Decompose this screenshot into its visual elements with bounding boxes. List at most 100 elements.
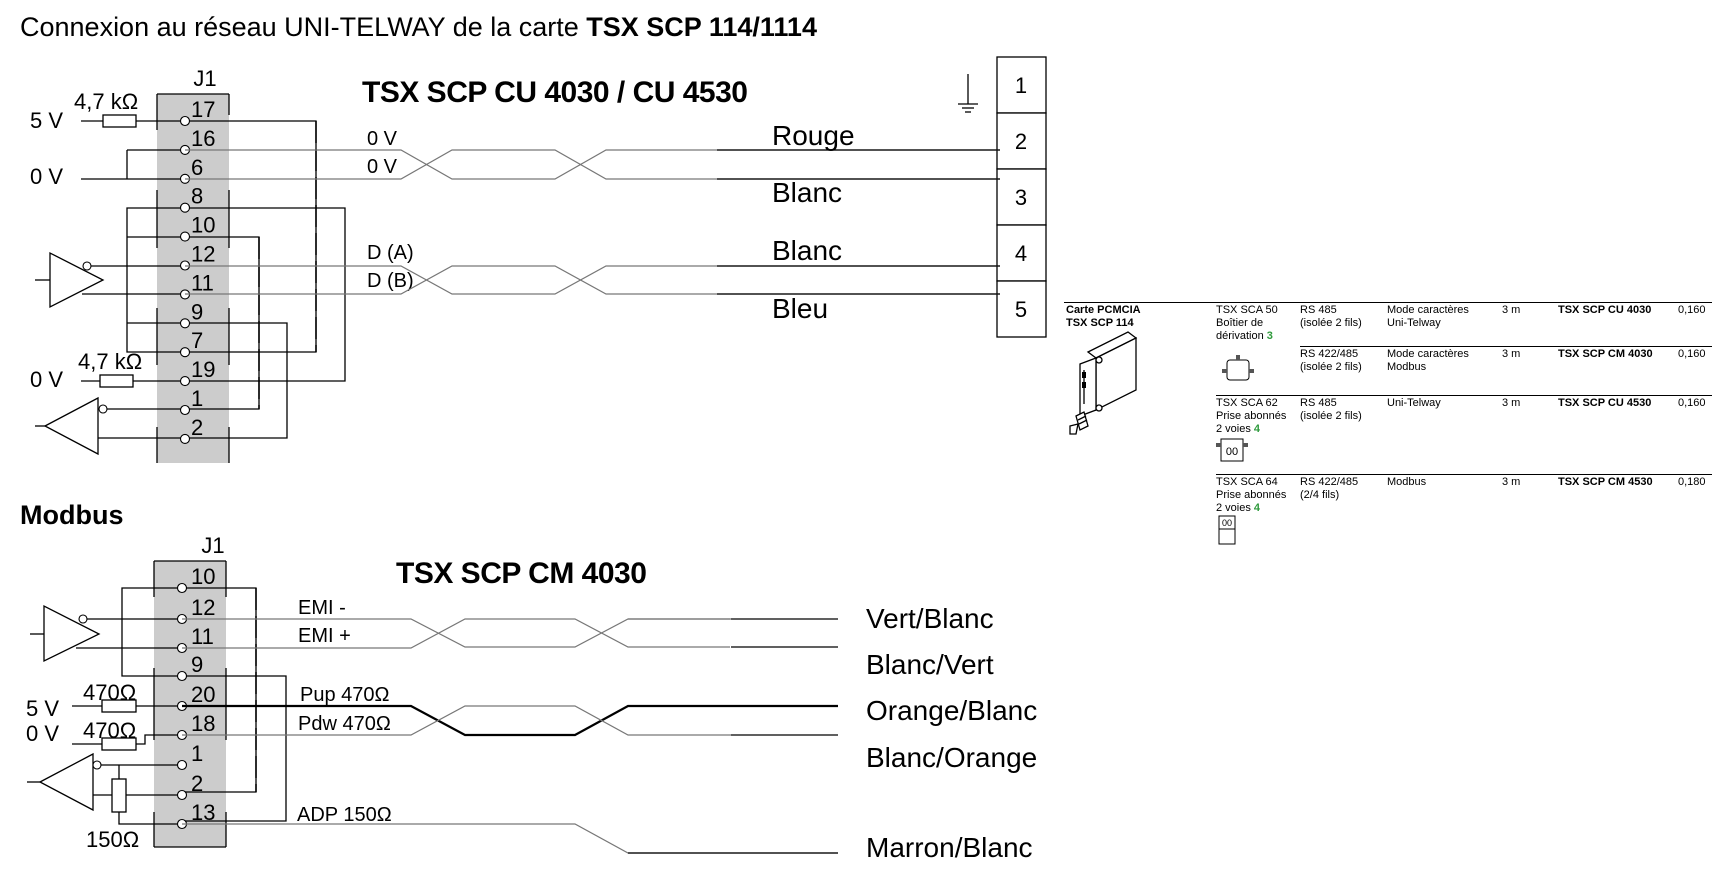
pin-contact bbox=[176, 670, 188, 682]
terminal-number: 4 bbox=[1015, 241, 1027, 266]
wire-color-label: Rouge bbox=[772, 120, 855, 151]
terminal-number: 1 bbox=[1015, 73, 1027, 98]
pin-number: 18 bbox=[191, 711, 215, 736]
pin-number: 11 bbox=[191, 270, 214, 295]
subscriber-socket-icon: 00 bbox=[1216, 438, 1248, 462]
terminal-cell bbox=[996, 224, 1047, 282]
j1-connector-strip bbox=[154, 561, 226, 847]
terminal-number: 5 bbox=[1015, 297, 1027, 322]
signal-label: EMI - bbox=[298, 597, 346, 619]
pin-number: 2 bbox=[191, 771, 203, 796]
pin-number: 11 bbox=[191, 624, 214, 649]
pin-number: 16 bbox=[191, 126, 215, 151]
length-cell: 3 m bbox=[1502, 304, 1521, 316]
pin-number: 10 bbox=[191, 213, 215, 238]
protocol-cell: Uni-Telway bbox=[1387, 397, 1441, 409]
signal-label: 0 V bbox=[367, 128, 398, 150]
physical-layer-cell: RS 485(isolée 2 fils) bbox=[1300, 304, 1362, 329]
label-resistor-adp: 150Ω bbox=[86, 827, 139, 852]
pin-contact bbox=[179, 376, 191, 387]
wire-color-label: Bleu bbox=[772, 293, 828, 324]
pin-contact bbox=[179, 231, 191, 242]
physical-layer-cell: RS 422/485(2/4 fils) bbox=[1300, 476, 1359, 501]
svg-text:00: 00 bbox=[1226, 446, 1238, 458]
pin-number: 9 bbox=[191, 299, 203, 324]
label-0v-bottom: 0 V bbox=[30, 367, 63, 392]
twisted-pair-polarization bbox=[182, 704, 838, 737]
length-cell: 3 m bbox=[1502, 348, 1521, 360]
label-0v-top: 0 V bbox=[30, 164, 63, 189]
pin-contact bbox=[179, 115, 191, 127]
label-5v: 5 V bbox=[30, 108, 63, 133]
j1-connector-frame bbox=[153, 560, 227, 848]
terminal-cell bbox=[996, 112, 1047, 170]
weight-cell: 0,160 bbox=[1678, 304, 1706, 316]
pin-number: 10 bbox=[191, 564, 215, 589]
table-rule bbox=[1216, 302, 1712, 303]
footnote-ref: 3 bbox=[1263, 330, 1273, 342]
pin-number: 19 bbox=[191, 357, 215, 382]
label-0v: 0 V bbox=[26, 721, 59, 746]
j1-label: J1 bbox=[201, 533, 224, 558]
pin-number: 7 bbox=[191, 328, 203, 353]
physical-layer-cell: RS 422/485(isolée 2 fils) bbox=[1300, 348, 1362, 373]
resistor-icon bbox=[72, 734, 182, 751]
label-5v: 5 V bbox=[26, 696, 59, 721]
length-cell: 3 m bbox=[1502, 476, 1521, 488]
footnote-ref: 4 bbox=[1250, 423, 1261, 435]
wire-color-label: Blanc bbox=[772, 235, 842, 266]
pin-contact bbox=[179, 433, 191, 444]
ground-icon bbox=[958, 74, 978, 113]
line-driver-icon bbox=[30, 604, 182, 663]
signal-label: Pup 470Ω bbox=[300, 684, 390, 706]
j1-label: J1 bbox=[193, 66, 216, 91]
signal-label: D (B) bbox=[367, 270, 414, 292]
pcmcia-card-icon bbox=[1069, 331, 1138, 435]
signal-label: EMI + bbox=[298, 625, 351, 647]
terminal-cell bbox=[996, 168, 1047, 226]
label-resistor-4k7-bottom: 4,7 kΩ bbox=[78, 349, 142, 374]
reference-cell: TSX SCP CU 4530 bbox=[1558, 397, 1652, 409]
reference-cell: TSX SCP CM 4030 bbox=[1558, 348, 1653, 360]
pin-contact bbox=[176, 759, 188, 771]
footnote-ref: 4 bbox=[1250, 502, 1261, 514]
pin-contact bbox=[179, 318, 191, 329]
page-title: Connexion au réseau UNI-TELWAY de la car… bbox=[20, 12, 817, 42]
reference-cell: TSX SCP CU 4030 bbox=[1558, 304, 1652, 316]
resistor-icon bbox=[72, 699, 182, 713]
product-name: Carte PCMCIA bbox=[1066, 304, 1141, 316]
weight-cell: 0,160 bbox=[1678, 348, 1706, 360]
pin-contact bbox=[179, 404, 191, 416]
subscriber-socket-icon: 00 bbox=[1218, 515, 1236, 545]
length-cell: 3 m bbox=[1502, 397, 1521, 409]
resistor-icon bbox=[111, 765, 182, 825]
pin-contact bbox=[176, 582, 188, 594]
table-rule bbox=[1216, 395, 1712, 396]
pin-number: 1 bbox=[191, 386, 203, 411]
resistor-icon bbox=[81, 374, 185, 388]
pin-number: 17 bbox=[191, 97, 215, 122]
reference-cell: TSX SCP CM 4530 bbox=[1558, 476, 1653, 488]
terminal-cell bbox=[996, 280, 1047, 338]
adp-wire bbox=[182, 823, 838, 854]
weight-cell: 0,180 bbox=[1678, 476, 1706, 488]
wire-color-label: Blanc bbox=[772, 177, 842, 208]
pin-number: 12 bbox=[191, 242, 215, 267]
modbus-section-title: Modbus bbox=[20, 500, 123, 530]
pin-contact bbox=[176, 789, 188, 801]
label-resistor-4k7-top: 4,7 kΩ bbox=[74, 89, 138, 114]
pin-number: 12 bbox=[191, 595, 215, 620]
unitelway-model-title: TSX SCP CU 4030 / CU 4530 bbox=[362, 76, 747, 109]
weight-cell: 0,160 bbox=[1678, 397, 1706, 409]
pin-number: 9 bbox=[191, 652, 203, 677]
physical-layer-cell: RS 485(isolée 2 fils) bbox=[1300, 397, 1362, 422]
twisted-pair-power bbox=[185, 149, 1000, 180]
